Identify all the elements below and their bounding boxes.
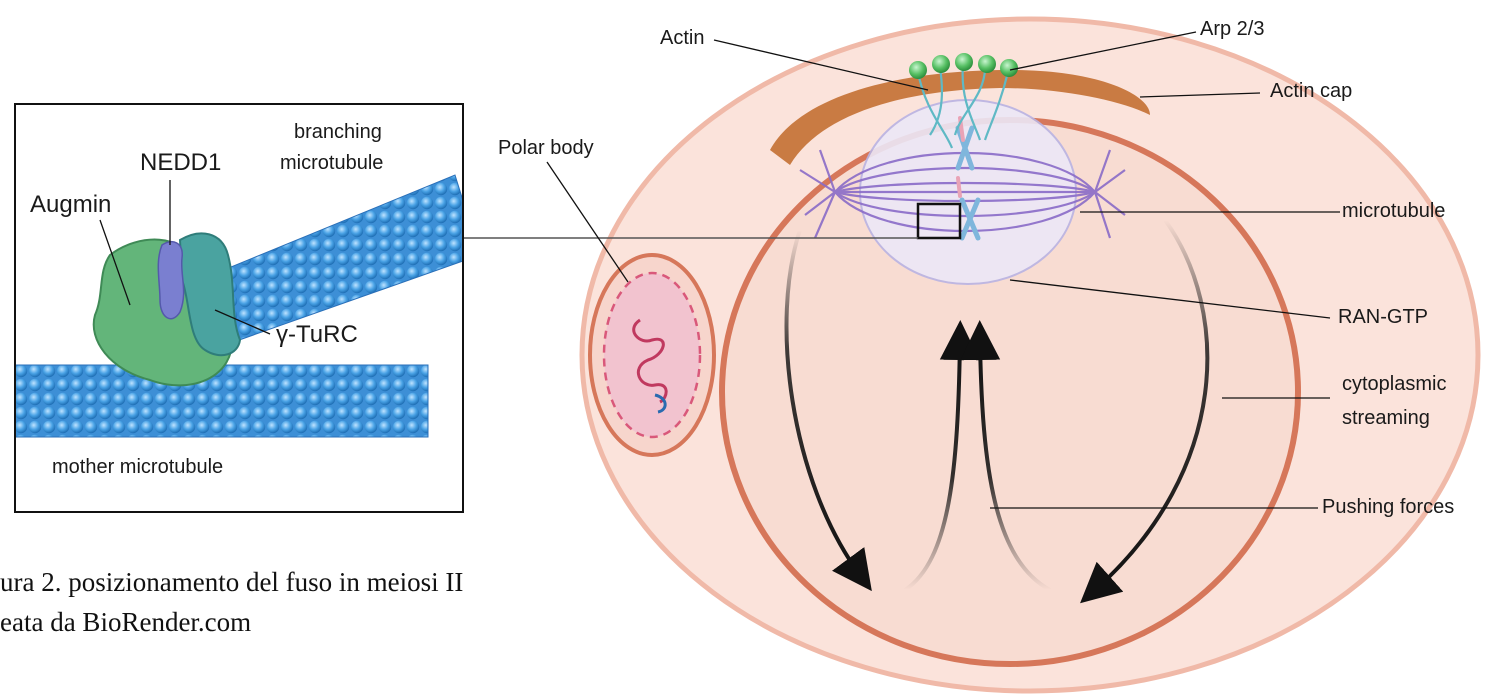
cytoplasmic-label-line2: streaming — [1342, 407, 1430, 429]
mother-microtubule-label: mother microtubule — [52, 456, 223, 478]
branching-label-line1: branching — [294, 121, 382, 143]
figure-caption-line2: eata da BioRender.com — [0, 606, 251, 640]
actin-cap-label: Actin cap — [1270, 80, 1352, 102]
figure-caption-line1: ura 2. posizionamento del fuso in meiosi… — [0, 566, 463, 600]
microtubule-label: microtubule — [1342, 200, 1445, 222]
branching-label-line2: microtubule — [280, 152, 383, 174]
cytoplasmic-label-line1: cytoplasmic — [1342, 373, 1446, 395]
nedd1-label: NEDD1 — [140, 150, 221, 176]
ran-gtp-label: RAN-GTP — [1338, 306, 1428, 328]
actin-label: Actin — [660, 27, 704, 49]
augmin-label: Augmin — [30, 192, 111, 218]
inset-frame — [14, 103, 464, 513]
polar-body — [590, 255, 714, 455]
polar-body-label: Polar body — [498, 137, 594, 159]
oocyte — [582, 19, 1478, 691]
pushing-forces-label: Pushing forces — [1322, 496, 1454, 518]
gamma-turc-label: γ-TuRC — [276, 322, 358, 348]
arp23-label: Arp 2/3 — [1200, 18, 1264, 40]
